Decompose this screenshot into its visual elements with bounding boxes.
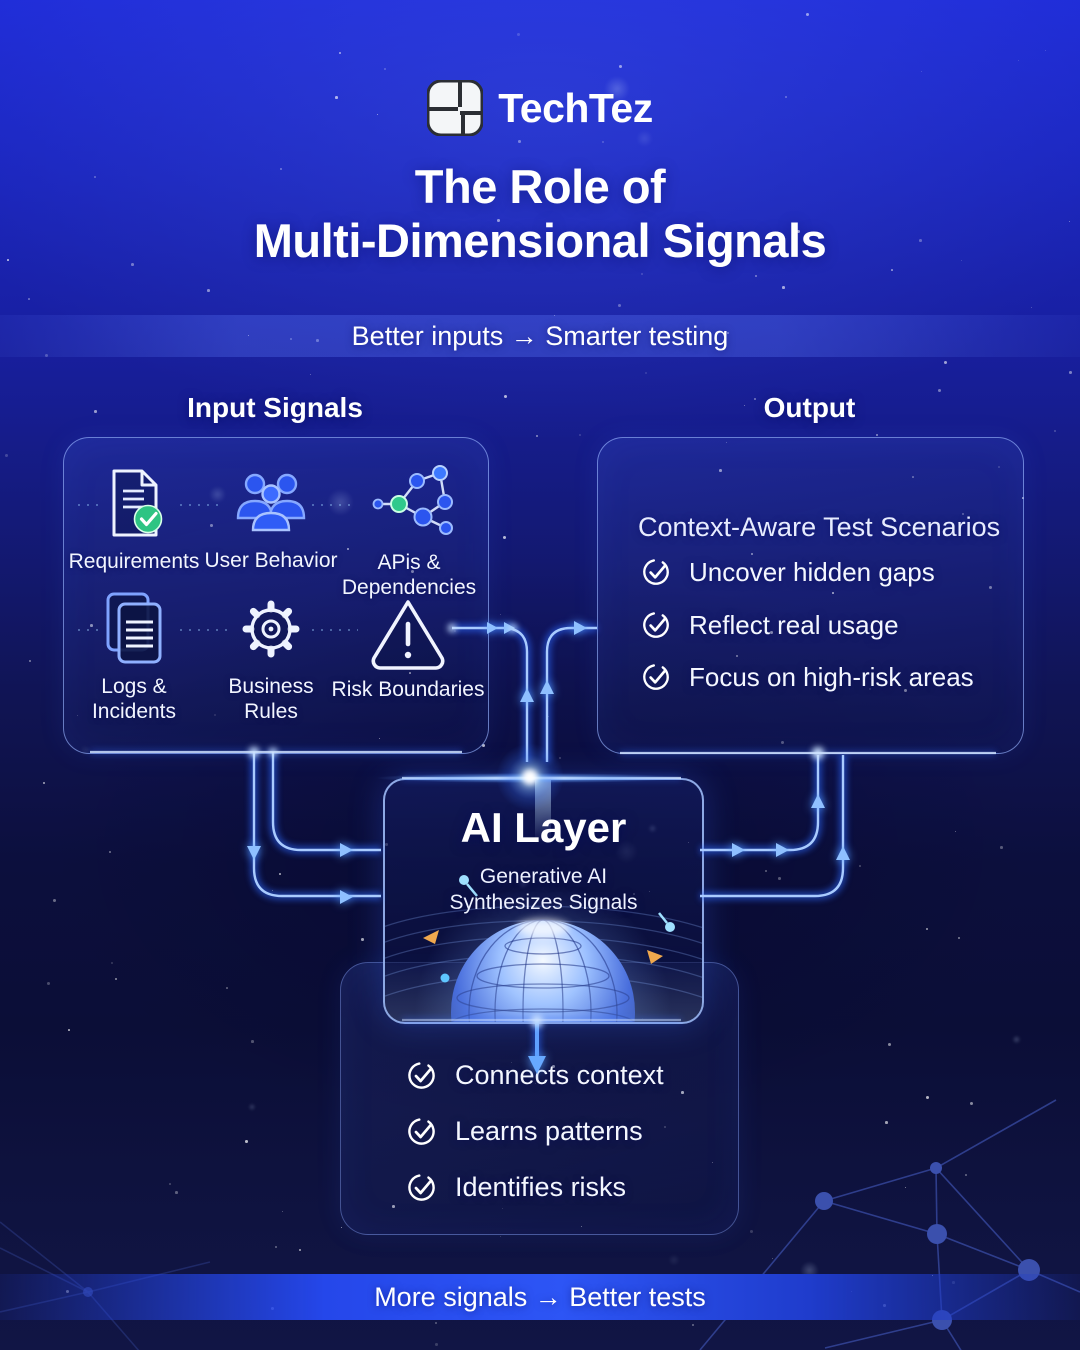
ai-layer-subtitle: Generative AI Synthesizes Signals (385, 864, 702, 915)
signal-apis-dependencies: APis & Dependencies (336, 460, 482, 601)
check-circle-icon (643, 612, 669, 638)
signal-risk-boundaries: Risk Boundaries (330, 593, 486, 703)
ai-layer-box: AI Layer Generative AI Synthesizes Signa… (383, 778, 704, 1024)
signal-business-rules: Business Rules (201, 590, 341, 725)
document-check-icon (112, 469, 163, 537)
signal-label: Risk Boundaries (331, 678, 485, 701)
ai-subtitle-line1: Generative AI (479, 865, 608, 888)
input-signals-panel: Requirements User Behavior (63, 437, 489, 754)
output-header: Context-Aware Test Scenarios (638, 512, 1001, 542)
page-title-line1: The Role of (414, 160, 666, 213)
gear-icon (242, 600, 300, 658)
check-circle-icon (408, 1118, 435, 1145)
signal-label: Logs & Incidents (91, 675, 177, 723)
output-item: Focus on high-risk areas (640, 661, 974, 693)
ai-layer-title: AI Layer (460, 804, 627, 851)
capability-text: Identifies risks (455, 1172, 627, 1202)
ai-subtitle-line2: Synthesizes Signals (449, 890, 638, 914)
users-icon (236, 473, 306, 532)
capability-text: Learns patterns (455, 1116, 643, 1146)
signal-label: User Behavior (204, 549, 338, 572)
signal-label: Business Rules (228, 675, 314, 723)
brand-logo: TechTez (0, 80, 1080, 136)
page-title-line2: Multi-Dimensional Signals (253, 213, 827, 267)
signal-logs-incidents: Logs & Incidents (64, 588, 204, 725)
techtez-logo-icon (427, 80, 484, 136)
network-nodes-icon (372, 465, 453, 535)
signal-label: APis & Dependencies (341, 551, 477, 599)
output-item-text: Uncover hidden gaps (689, 556, 935, 587)
capability-item: Identifies risks (405, 1171, 626, 1204)
bottom-banner: More signals → Better tests (0, 1274, 1080, 1320)
check-circle-icon (408, 1062, 435, 1089)
output-panel: Context-Aware Test Scenarios Uncover hid… (597, 437, 1024, 754)
input-signals-heading: Input Signals (187, 392, 363, 423)
output-heading: Output (763, 392, 856, 423)
signal-label: Requirements (68, 550, 200, 573)
capability-item: Connects context (405, 1059, 664, 1092)
log-documents-icon (106, 592, 162, 664)
signal-user-behavior: User Behavior (201, 466, 341, 574)
output-item-text: Focus on high-risk areas (689, 661, 974, 692)
top-banner-text: Better inputs → Smarter testing (351, 320, 729, 351)
output-item: Reflect real usage (640, 609, 899, 641)
capability-text: Connects context (455, 1060, 664, 1090)
capability-item: Learns patterns (405, 1115, 643, 1148)
top-banner: Better inputs → Smarter testing (0, 315, 1080, 357)
output-item-text: Reflect real usage (689, 609, 899, 640)
check-circle-icon (408, 1174, 435, 1201)
bottom-banner-text: More signals → Better tests (374, 1281, 706, 1312)
check-circle-icon (643, 559, 669, 585)
check-circle-icon (643, 664, 669, 690)
page-title: The Role of Multi-Dimensional Signals (0, 160, 1080, 267)
brand-name: TechTez (498, 84, 653, 131)
signal-requirements: Requirements (64, 463, 204, 575)
warning-triangle-icon (371, 600, 445, 670)
output-item: Uncover hidden gaps (640, 556, 935, 588)
